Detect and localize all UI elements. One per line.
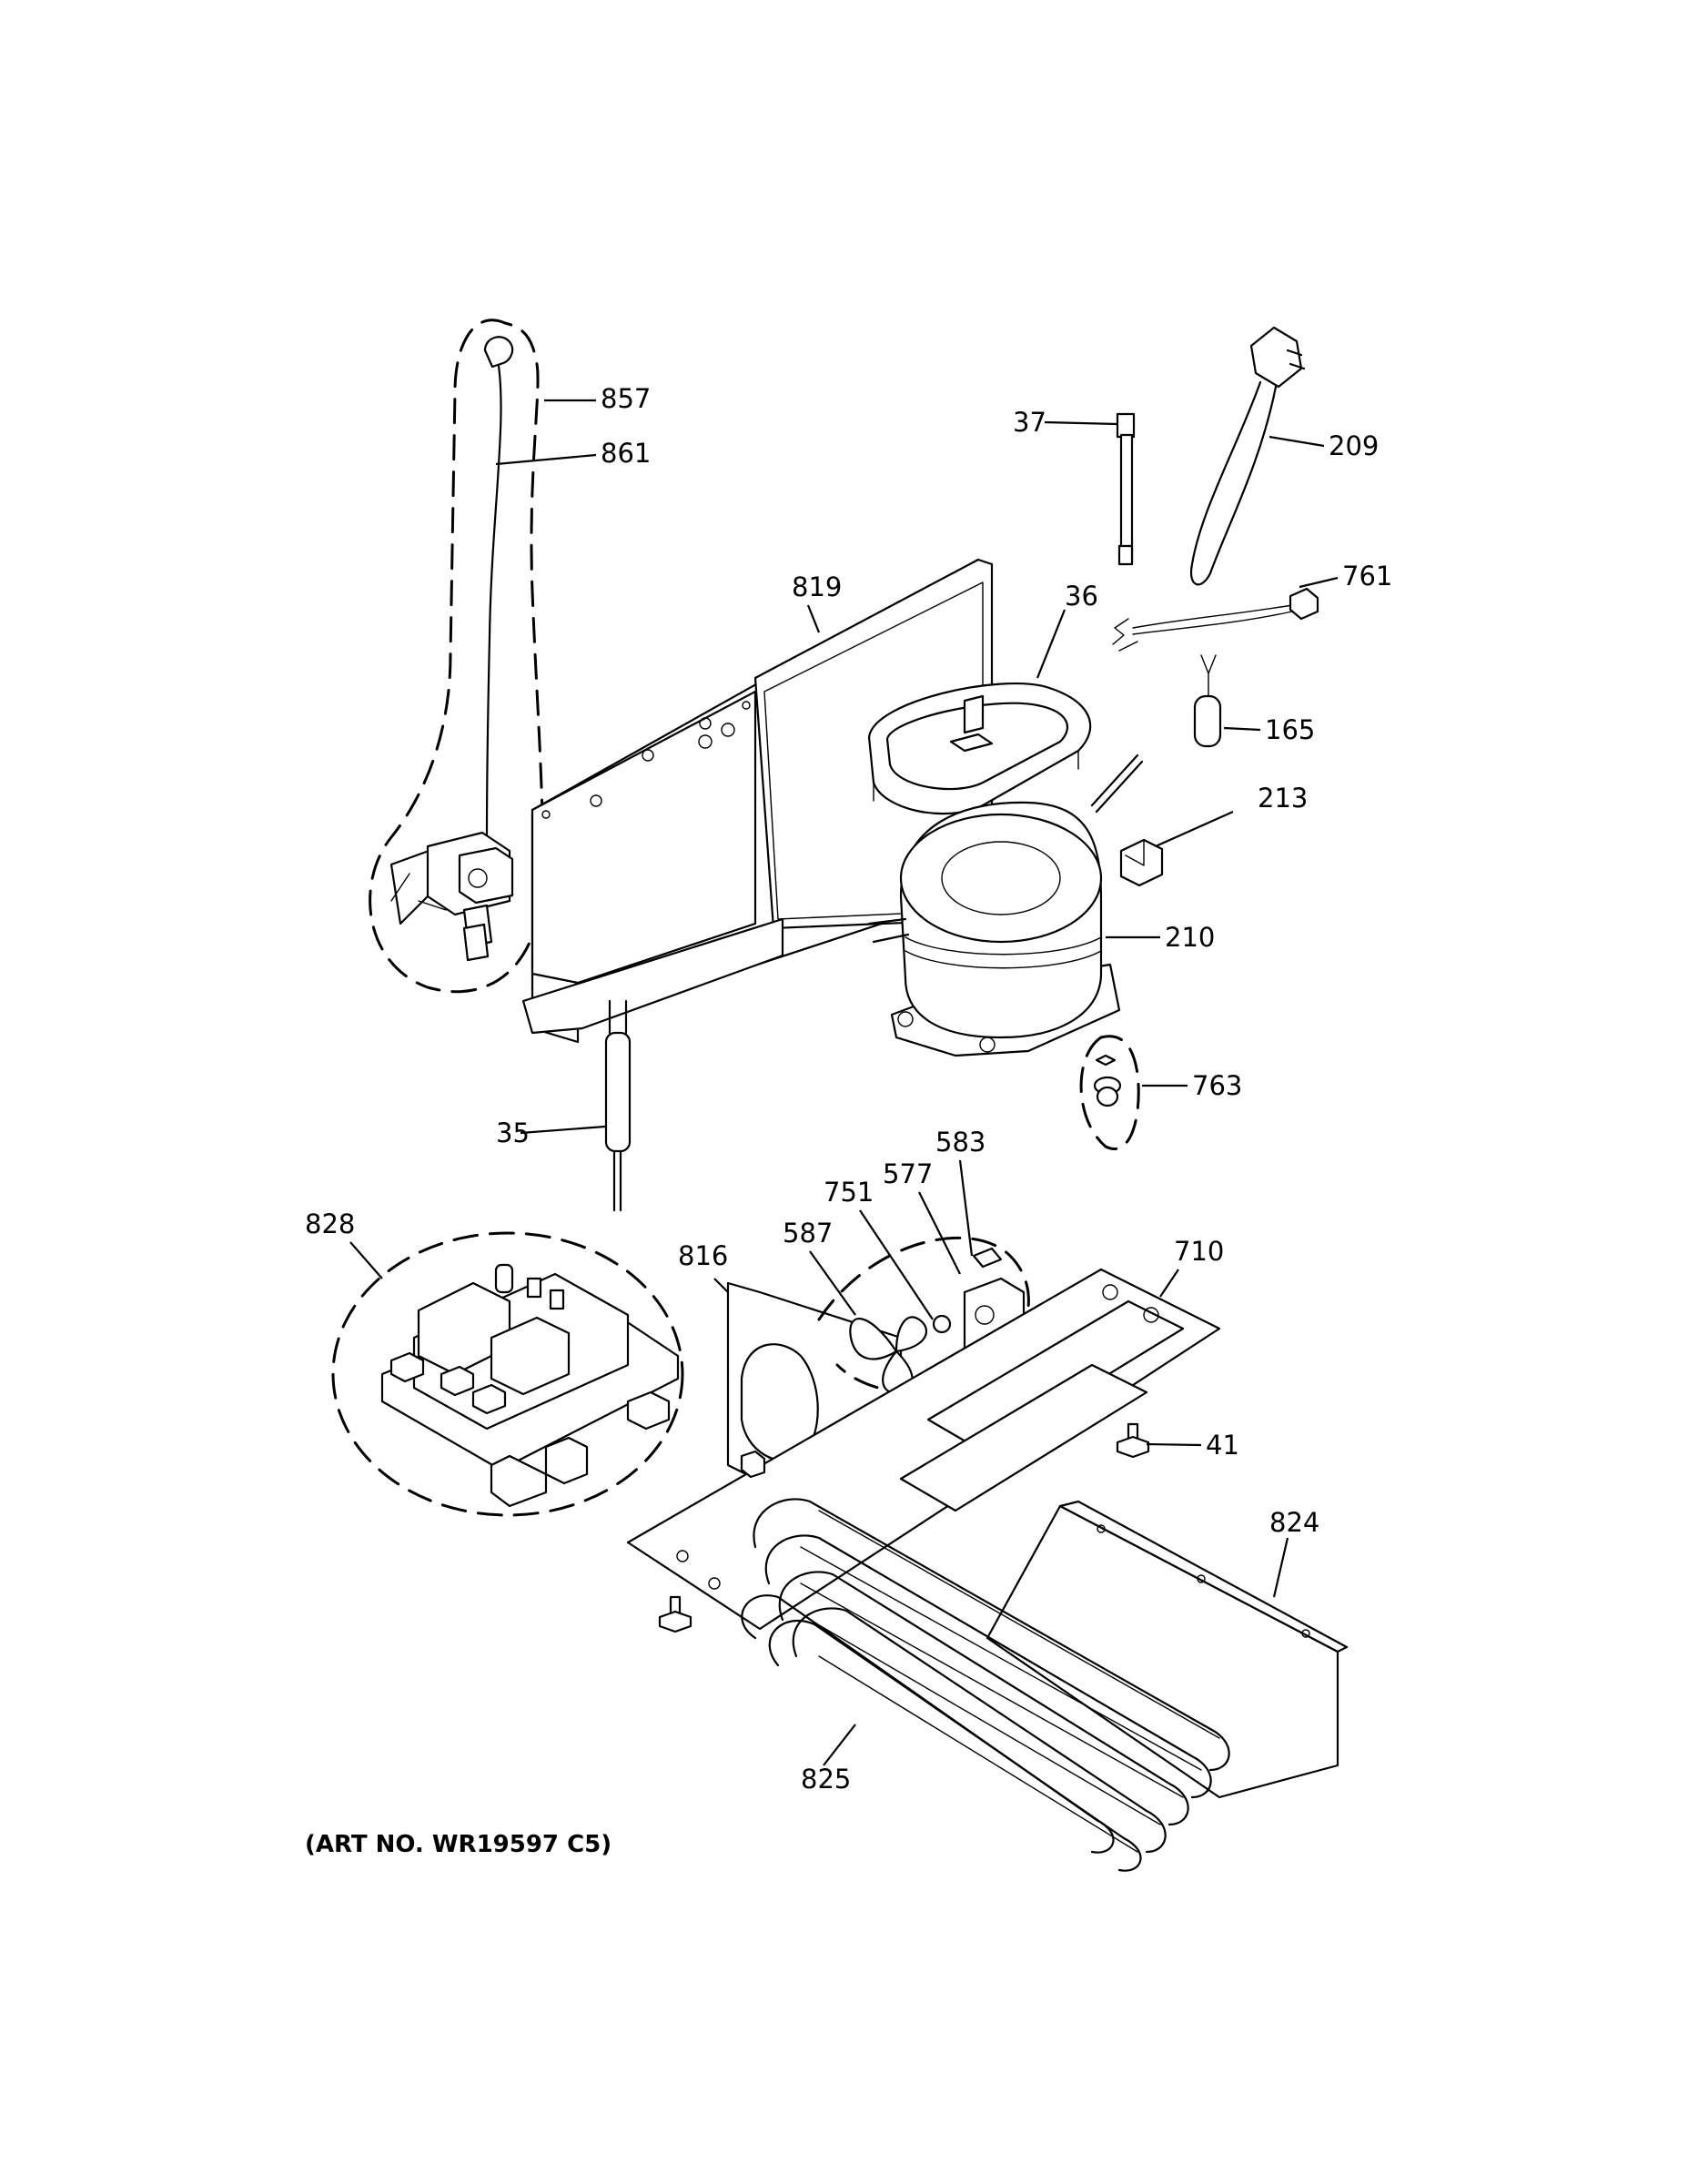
capacitor [1193, 654, 1222, 748]
wire-harness [1112, 587, 1319, 652]
callout-710: 710 [1174, 1236, 1224, 1267]
callout-857: 857 [601, 383, 651, 414]
callout-861: 861 [601, 438, 651, 469]
leader-lines [349, 399, 1339, 1766]
callout-587: 587 [783, 1218, 833, 1249]
callout-165: 165 [1265, 714, 1315, 745]
dryer-tube [1116, 412, 1136, 566]
compressor-tray [867, 682, 1144, 815]
callout-37: 37 [1013, 407, 1046, 438]
callout-210: 210 [1165, 922, 1215, 953]
art-number-caption: (ART NO. WR19597 C5) [305, 1831, 612, 1858]
water-valve-group [369, 318, 544, 994]
callout-577: 577 [883, 1158, 933, 1189]
compressor [867, 801, 1121, 1057]
condenser-cover [986, 1500, 1349, 1799]
callout-761: 761 [1342, 561, 1392, 592]
callout-824: 824 [1269, 1507, 1319, 1538]
control-board-group [331, 1231, 684, 1517]
temp-sensor [604, 999, 632, 1212]
screws [658, 1422, 1150, 1633]
callout-35: 35 [496, 1117, 530, 1148]
icemaker-tube [485, 349, 502, 839]
callout-583: 583 [935, 1127, 986, 1158]
callout-763: 763 [1192, 1070, 1242, 1101]
callout-825: 825 [801, 1764, 851, 1795]
power-cord [1189, 326, 1306, 586]
valve-group-boundary [369, 318, 544, 994]
tube-end-fitting [483, 336, 514, 369]
callout-209: 209 [1329, 430, 1379, 461]
callout-819: 819 [792, 571, 842, 602]
water-valve [389, 831, 514, 962]
grommet-group [1079, 1035, 1140, 1150]
callout-41: 41 [1206, 1430, 1239, 1461]
start-relay [1119, 838, 1164, 887]
callout-828: 828 [305, 1208, 355, 1239]
condenser-coil [741, 1498, 1230, 1872]
mounting-frame [626, 1268, 1221, 1631]
callout-213: 213 [1258, 783, 1308, 814]
callout-labels: 857 861 37 209 761 819 36 165 213 210 76… [305, 383, 1392, 1858]
callout-751: 751 [824, 1177, 874, 1208]
callout-816: 816 [678, 1240, 728, 1271]
panel-holes [541, 701, 751, 819]
callout-36: 36 [1065, 581, 1098, 612]
